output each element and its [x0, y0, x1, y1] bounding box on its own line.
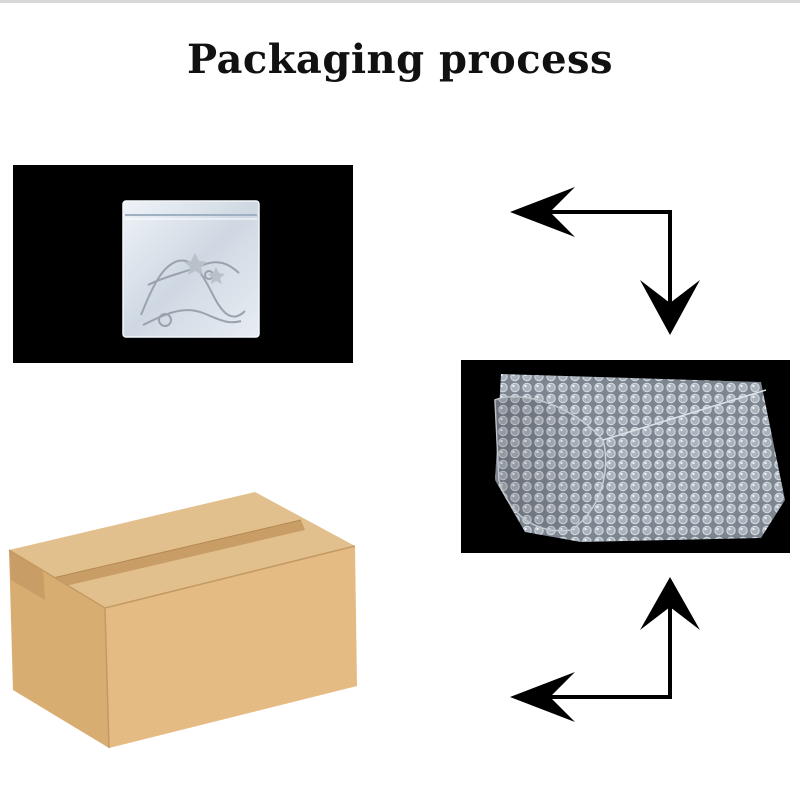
l-arrow-icon	[510, 577, 700, 722]
page-title: Packaging process	[186, 36, 614, 83]
cardboard-box-illustration	[5, 490, 360, 750]
bubble-bag-photo	[461, 360, 790, 553]
zip-bag-image	[13, 165, 353, 363]
l-arrow-icon	[510, 187, 700, 335]
arrow-bubble-to-box	[505, 575, 705, 725]
top-divider	[0, 0, 800, 3]
zip-bag-photo	[13, 165, 353, 363]
arrow-bag-to-bubble	[505, 185, 705, 335]
carton-icon	[8, 492, 357, 749]
bubble-wrap-image	[461, 360, 790, 553]
